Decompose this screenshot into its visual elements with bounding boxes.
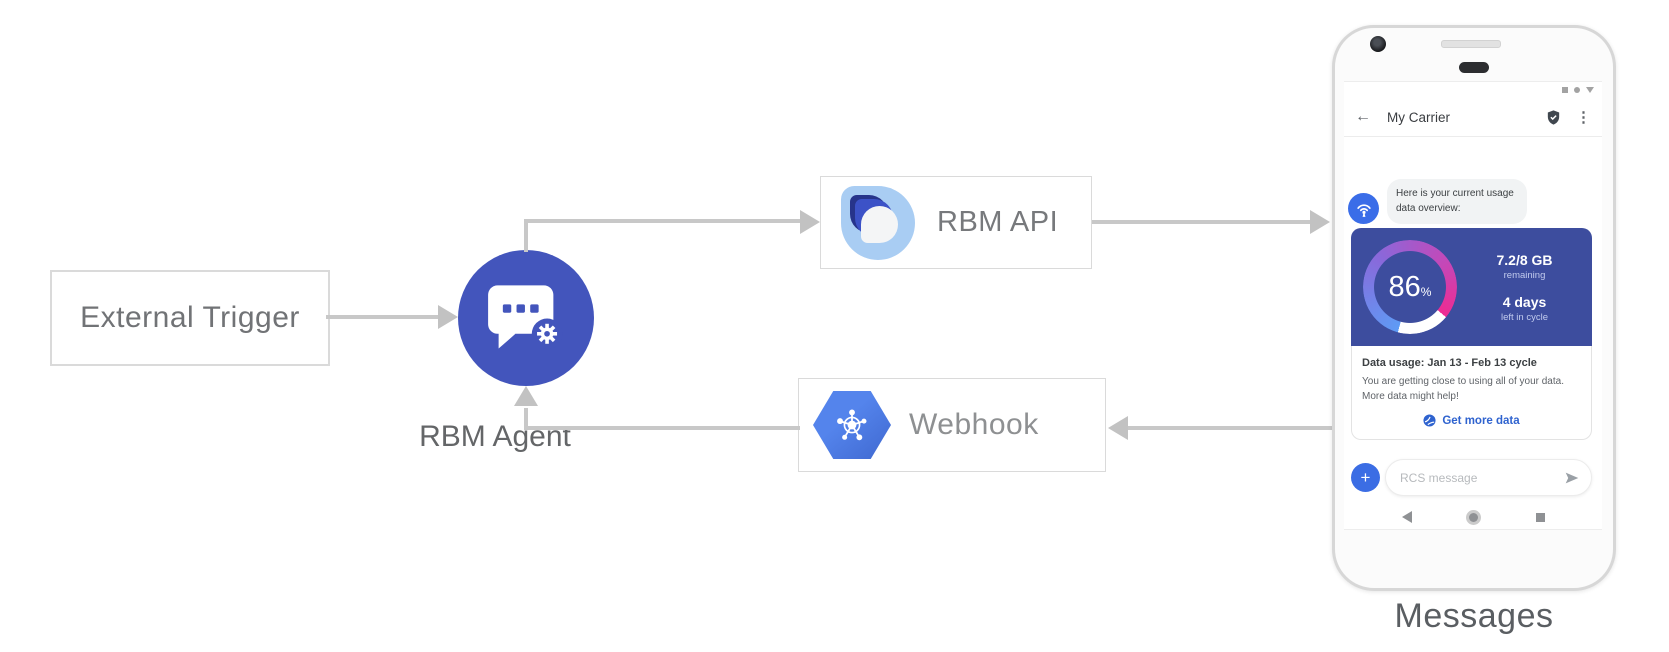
message-composer bbox=[1385, 459, 1592, 496]
usage-percent-symbol: % bbox=[1420, 285, 1432, 299]
usage-gauge-label: 86 % bbox=[1363, 240, 1457, 334]
arrow-agent-to-api-line bbox=[524, 219, 802, 252]
webhook-box: Webhook bbox=[798, 378, 1106, 472]
usage-card-title: Data usage: Jan 13 - Feb 13 cycle bbox=[1362, 357, 1537, 369]
cycle-label: left in cycle bbox=[1501, 311, 1548, 323]
rbm-api-logo-icon bbox=[841, 185, 915, 260]
phone-screen: ← My Carrier ⋮ Here is your curre bbox=[1344, 81, 1602, 530]
send-icon[interactable] bbox=[1563, 469, 1581, 492]
arrow-phone-to-webhook-line bbox=[1128, 426, 1332, 430]
front-camera bbox=[1370, 36, 1386, 52]
usage-card-body-line2: More data might help! bbox=[1362, 391, 1459, 402]
get-more-data-button[interactable]: Get more data bbox=[1362, 414, 1581, 427]
broadcast-antenna-icon bbox=[1354, 199, 1374, 219]
usage-card-text-section: Data usage: Jan 13 - Feb 13 cycle You ar… bbox=[1351, 346, 1592, 440]
rcs-message-input[interactable] bbox=[1386, 460, 1591, 495]
chat-bubble: Here is your current usage data overview… bbox=[1387, 179, 1527, 224]
remaining-value: 7.2/8 GB bbox=[1496, 251, 1553, 268]
back-arrow-icon[interactable]: ← bbox=[1355, 108, 1371, 125]
external-trigger-box: External Trigger bbox=[50, 270, 330, 366]
status-caret-down-icon bbox=[1586, 87, 1594, 93]
status-bar bbox=[1344, 82, 1602, 98]
nav-back-icon[interactable] bbox=[1401, 511, 1412, 523]
rbm-api-label: RBM API bbox=[937, 206, 1059, 238]
arrow-agent-to-api-head bbox=[800, 210, 820, 234]
usage-card-gauge-section: 86 % 7.2/8 GB remaining 4 days left in c… bbox=[1351, 228, 1592, 346]
conversation-title: My Carrier bbox=[1387, 109, 1450, 125]
earpiece bbox=[1459, 62, 1489, 73]
arrow-webhook-to-agent-line bbox=[524, 408, 800, 430]
external-trigger-label: External Trigger bbox=[80, 301, 300, 334]
usage-gauge-ring bbox=[1363, 240, 1457, 334]
webhook-label: Webhook bbox=[909, 408, 1039, 441]
nav-home-icon[interactable] bbox=[1469, 512, 1478, 522]
agent-avatar bbox=[1348, 193, 1379, 224]
usage-card-body-line1: You are getting close to using all of yo… bbox=[1362, 376, 1564, 387]
cycle-value: 4 days bbox=[1502, 293, 1547, 310]
arrow-webhook-to-agent-head bbox=[514, 386, 538, 406]
android-nav-bar bbox=[1344, 506, 1602, 528]
rbm-api-box: RBM API bbox=[820, 176, 1092, 269]
overflow-menu-icon[interactable]: ⋮ bbox=[1576, 109, 1591, 126]
verified-shield-icon bbox=[1545, 109, 1562, 126]
rbm-agent-label: RBM Agent bbox=[419, 420, 571, 453]
webhook-hexagon-hub-icon bbox=[813, 391, 891, 459]
usage-gauge: 86 % bbox=[1363, 240, 1457, 334]
nav-recents-icon[interactable] bbox=[1535, 512, 1545, 522]
status-square-icon bbox=[1562, 87, 1568, 93]
speaker-grille bbox=[1441, 40, 1501, 48]
conversation-header: ← My Carrier ⋮ bbox=[1344, 98, 1602, 136]
globe-icon bbox=[1423, 414, 1436, 427]
arrow-api-to-phone-head bbox=[1310, 210, 1330, 234]
rbm-agent-node bbox=[458, 250, 594, 386]
arrow-trigger-to-agent-line bbox=[326, 315, 438, 319]
arrow-api-to-phone-line bbox=[1092, 220, 1310, 224]
arrow-trigger-to-agent-head bbox=[438, 305, 458, 329]
remaining-label: remaining bbox=[1503, 269, 1546, 281]
arrow-phone-to-webhook-head bbox=[1108, 416, 1128, 440]
usage-percent: 86 bbox=[1388, 270, 1421, 303]
usage-card: 86 % 7.2/8 GB remaining 4 days left in c… bbox=[1351, 228, 1592, 440]
messages-caption: Messages bbox=[1394, 597, 1554, 635]
get-more-data-label: Get more data bbox=[1442, 414, 1520, 427]
attach-plus-button[interactable]: + bbox=[1351, 463, 1380, 492]
header-divider bbox=[1344, 136, 1602, 137]
chat-bubble-gear-icon bbox=[486, 283, 566, 353]
status-dot-icon bbox=[1574, 87, 1580, 93]
